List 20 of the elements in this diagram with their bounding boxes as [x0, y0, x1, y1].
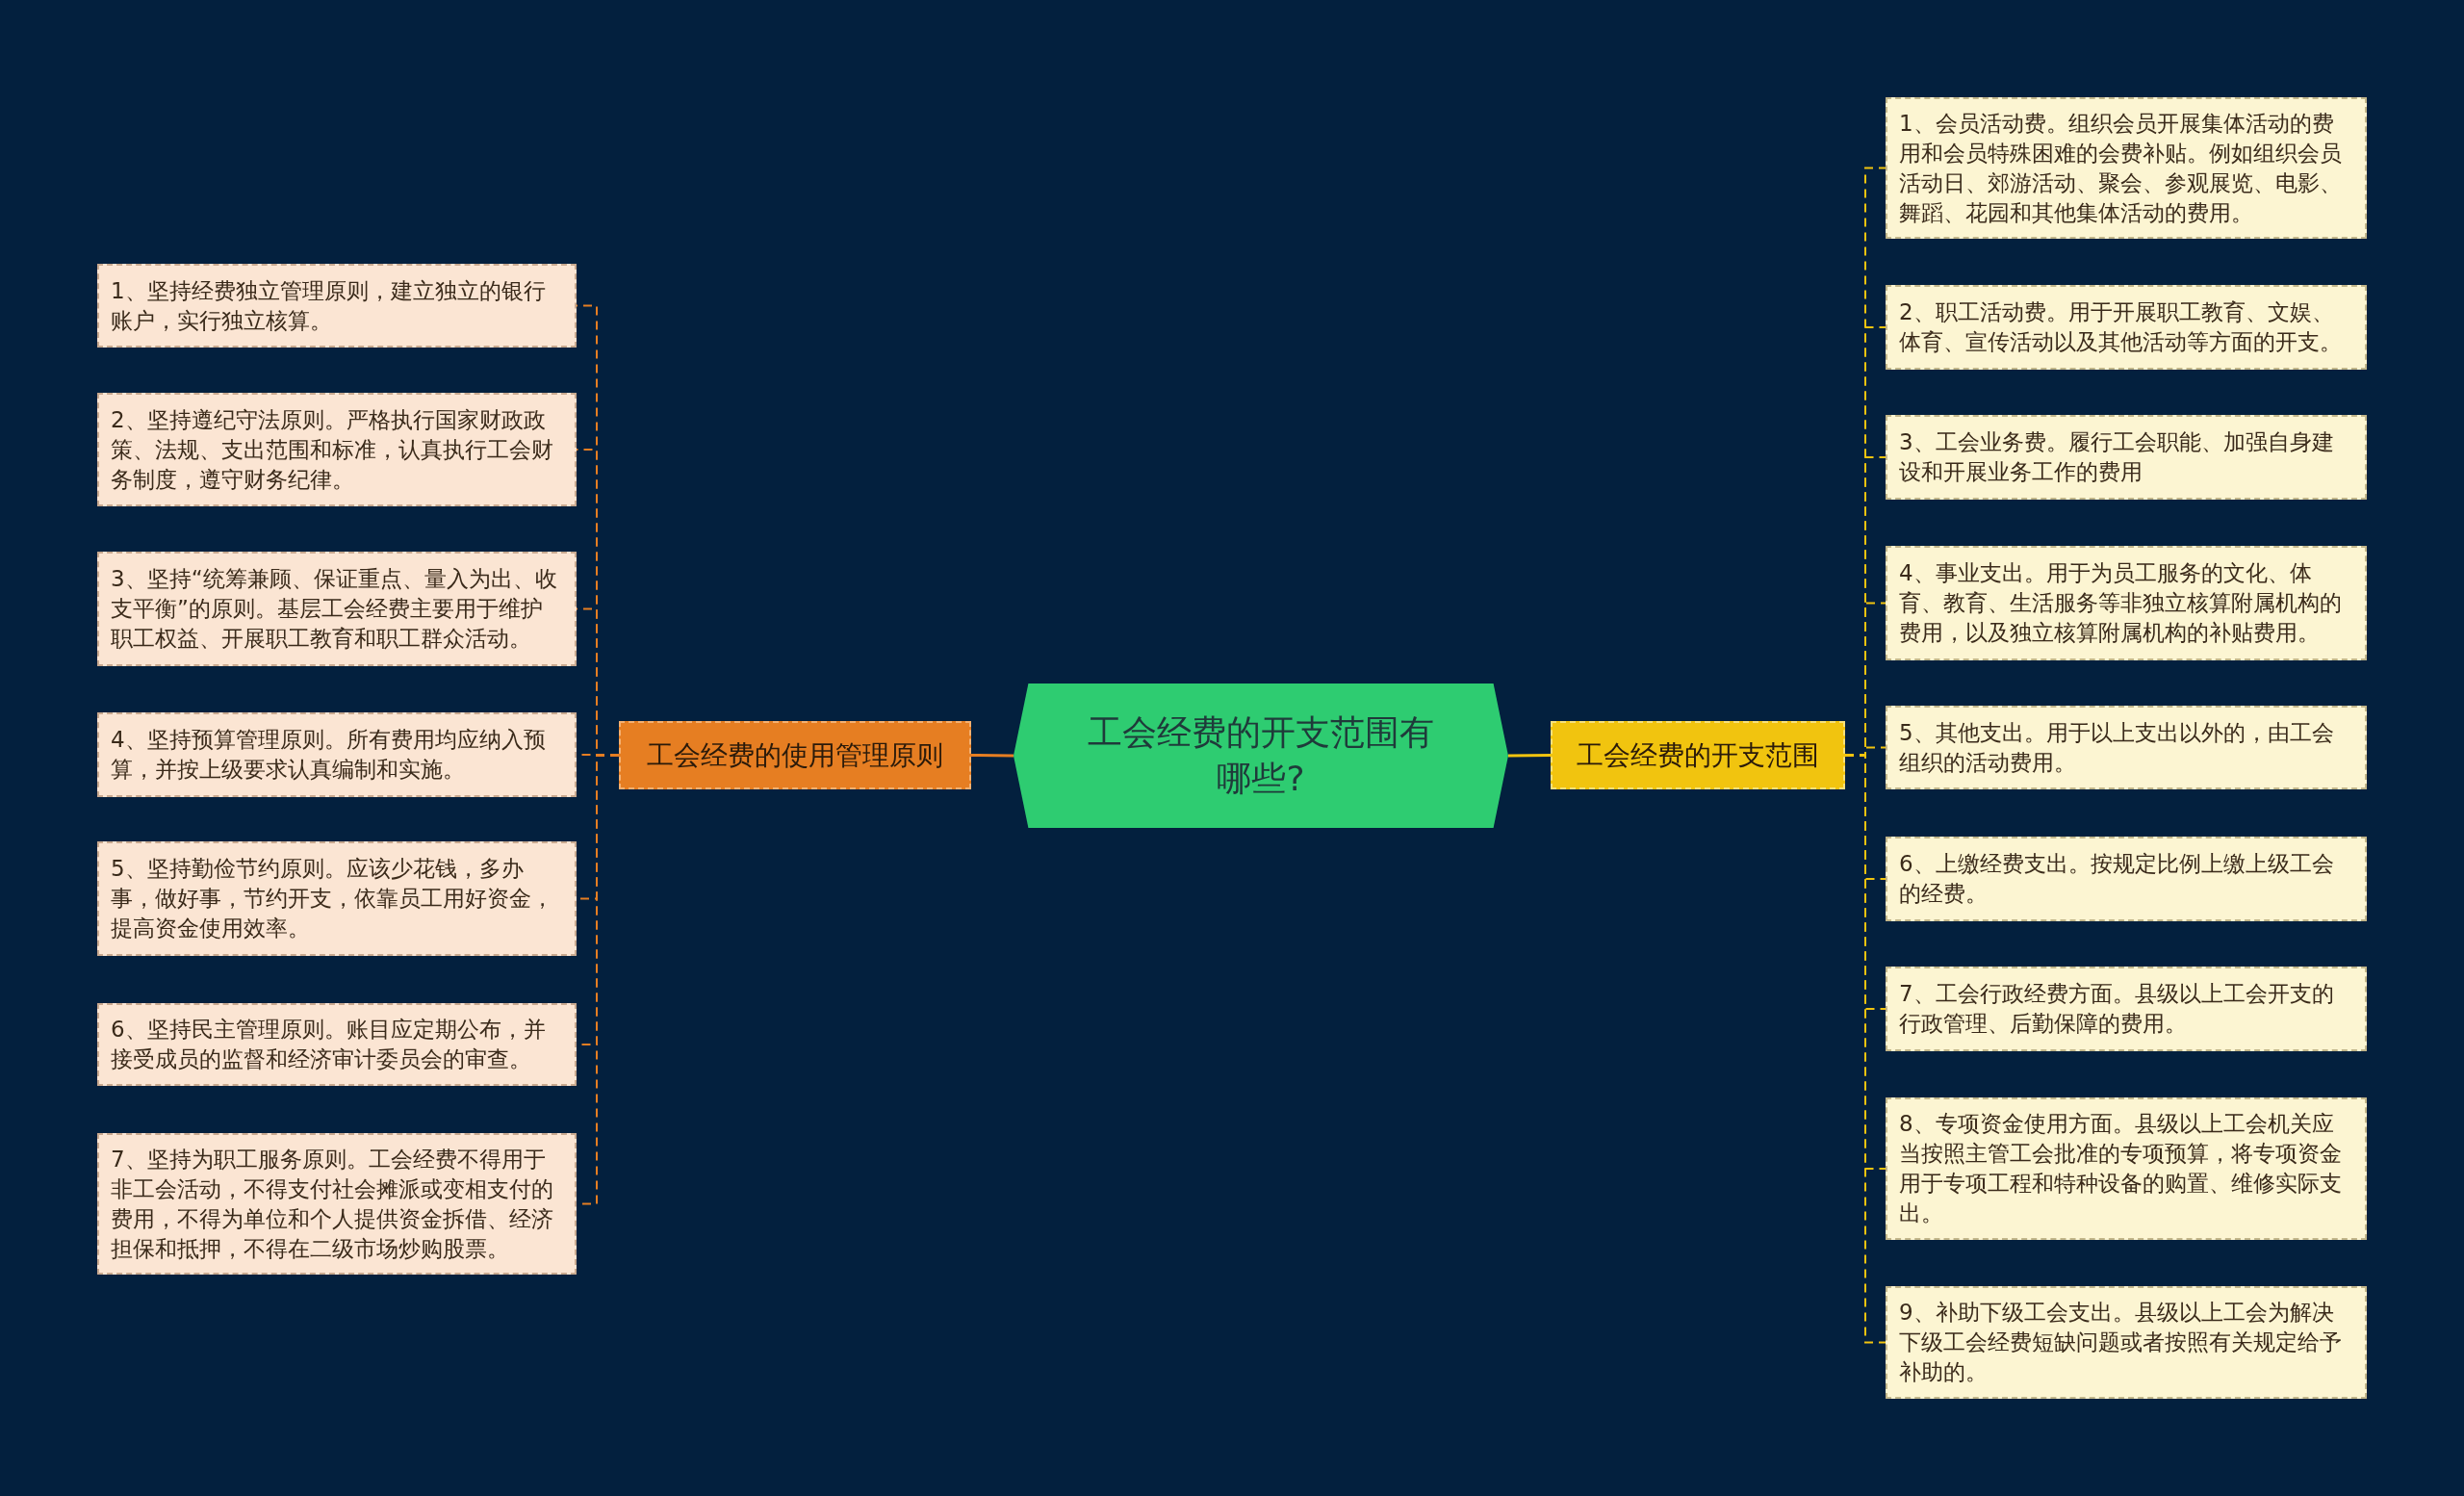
text-box: 1、会员活动费。组织会员开展集体活动的费用和会员特殊困难的会费补贴。例如组织会员活动日、郊游活动、聚会、参观展览、电影、舞蹈、花园和其他集体活动的费用。 [1886, 97, 2367, 239]
text-box: 5、其他支出。用于以上支出以外的，由工会组织的活动费用。 [1886, 706, 2367, 789]
text-box: 4、坚持预算管理原则。所有费用均应纳入预算，并按上级要求认真编制和实施。 [97, 712, 577, 797]
connector-line [1508, 754, 1551, 758]
connector-line [971, 754, 1014, 758]
text-box: 2、职工活动费。用于开展职工教育、文娱、体育、宣传活动以及其他活动等方面的开支。 [1886, 285, 2367, 370]
branch-box: 工会经费的使用管理原则 [619, 721, 971, 789]
text-box: 7、工会行政经费方面。县级以上工会开支的行政管理、后勤保障的费用。 [1886, 967, 2367, 1051]
text-box: 4、事业支出。用于为员工服务的文化、体育、教育、生活服务等非独立核算附属机构的费用，以及独立核算附属机构的补贴费用。 [1886, 546, 2367, 660]
text-box: 3、工会业务费。履行工会职能、加强自身建设和开展业务工作的费用 [1886, 415, 2367, 500]
text-box: 8、专项资金使用方面。县级以上工会机关应当按照主管工会批准的专项预算，将专项资金用于专项工程和特种设备的购置、维修实际支出。 [1886, 1097, 2367, 1240]
text-box: 6、上缴经费支出。按规定比例上缴上级工会的经费。 [1886, 837, 2367, 921]
text-box: 2、坚持遵纪守法原则。严格执行国家财政政策、法规、支出范围和标准，认真执行工会财务制度，遵守财务纪律。 [97, 393, 577, 506]
text-box: 9、补助下级工会支出。县级以上工会为解决下级工会经费短缺问题或者按照有关规定给予补助的。 [1886, 1286, 2367, 1399]
text-box: 6、坚持民主管理原则。账目应定期公布，并接受成员的监督和经济审计委员会的审查。 [97, 1003, 577, 1086]
branch-box: 工会经费的开支范围 [1551, 721, 1845, 789]
text-box: 3、坚持“统筹兼顾、保证重点、量入为出、收支平衡”的原则。基层工会经费主要用于维护职工权益、开展职工教育和职工群众活动。 [97, 552, 577, 666]
text-box: 1、坚持经费独立管理原则，建立独立的银行账户，实行独立核算。 [97, 264, 577, 348]
text-box: 7、坚持为职工服务原则。工会经费不得用于非工会活动，不得支付社会摊派或变相支付的费用，不得为单位和个人提供资金拆借、经济担保和抵押，不得在二级市场炒购股票。 [97, 1133, 577, 1275]
text-box: 5、坚持勤俭节约原则。应该少花钱，多办事，做好事，节约开支，依靠员工用好资金，提高资金使用效率。 [97, 841, 577, 956]
